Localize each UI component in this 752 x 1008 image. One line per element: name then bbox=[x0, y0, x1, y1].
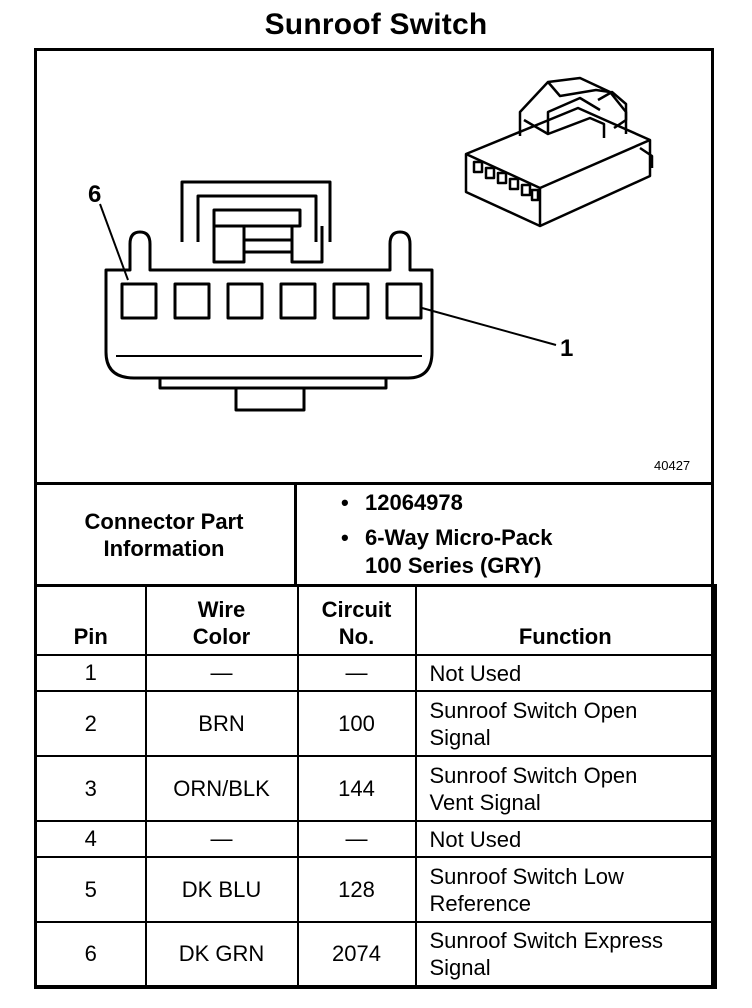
cell-wire-color: BRN bbox=[144, 690, 299, 757]
connector-info-label: Connector Part Information bbox=[34, 485, 297, 585]
figure-number: 40427 bbox=[654, 458, 691, 473]
pin-cavity-3 bbox=[279, 282, 317, 320]
cell-wire-color: DK GRN bbox=[144, 921, 299, 989]
connector-type-line1: 6-Way Micro-Pack bbox=[365, 525, 553, 550]
cell-circuit: 144 bbox=[296, 755, 417, 822]
cell-pin: 2 bbox=[34, 690, 147, 757]
cell-pin: 1 bbox=[34, 654, 147, 692]
cell-pin: 5 bbox=[34, 856, 147, 923]
table-row: 4 — — Not Used bbox=[34, 820, 717, 858]
latch-plate bbox=[212, 208, 302, 228]
connector-body bbox=[104, 230, 434, 380]
connector-info-list: 12064978 6-Way Micro-Pack 100 Series (GR… bbox=[339, 489, 552, 580]
cell-circuit: 100 bbox=[296, 690, 417, 757]
header-function: Function bbox=[414, 584, 717, 656]
page-title: Sunroof Switch bbox=[264, 8, 488, 41]
connector-label-line2: Information bbox=[103, 536, 225, 561]
cell-wire-color: DK BLU bbox=[144, 856, 299, 923]
pin-label-left: 6 bbox=[88, 181, 101, 208]
cell-wire-color: — bbox=[144, 654, 299, 692]
pin-cavity-4 bbox=[226, 282, 264, 320]
table-row: 1 — — Not Used bbox=[34, 654, 717, 692]
connector-part-number: 12064978 bbox=[339, 489, 552, 517]
connector-type-line2: 100 Series (GRY) bbox=[365, 553, 542, 578]
cell-wire-color: — bbox=[144, 820, 299, 858]
latch-inner bbox=[196, 194, 318, 242]
cell-circuit: — bbox=[296, 820, 417, 858]
pin6-leader bbox=[99, 203, 129, 281]
connector-info-row: Connector Part Information 12064978 6-Wa… bbox=[34, 482, 714, 585]
cell-pin: 3 bbox=[34, 755, 147, 822]
latch-outer bbox=[180, 180, 332, 242]
connector-key bbox=[234, 388, 306, 412]
pin-cavity-1 bbox=[385, 282, 423, 320]
connector-lip bbox=[158, 378, 388, 390]
latch-tab-left bbox=[212, 226, 246, 264]
connector-3d-view bbox=[464, 76, 654, 228]
pin-label-right: 1 bbox=[560, 335, 573, 362]
connector-diagram: 6 1 bbox=[88, 76, 654, 412]
connector-label-line1: Connector Part bbox=[84, 509, 244, 534]
pin1-leader bbox=[421, 307, 557, 346]
cell-function: Not Used bbox=[414, 654, 717, 692]
header-pin: Pin bbox=[34, 584, 147, 656]
cell-circuit: 2074 bbox=[296, 921, 417, 989]
cell-wire-color: ORN/BLK bbox=[144, 755, 299, 822]
cell-pin: 6 bbox=[34, 921, 147, 989]
cell-circuit: 128 bbox=[296, 856, 417, 923]
pin-cavity-5 bbox=[173, 282, 211, 320]
pin-cavity-6 bbox=[120, 282, 158, 320]
cell-function: Not Used bbox=[414, 820, 717, 858]
cell-pin: 4 bbox=[34, 820, 147, 858]
cell-circuit: — bbox=[296, 654, 417, 692]
pin-cavity-2 bbox=[332, 282, 370, 320]
latch-tab-right bbox=[290, 226, 324, 264]
connector-type: 6-Way Micro-Pack 100 Series (GRY) bbox=[339, 524, 552, 580]
